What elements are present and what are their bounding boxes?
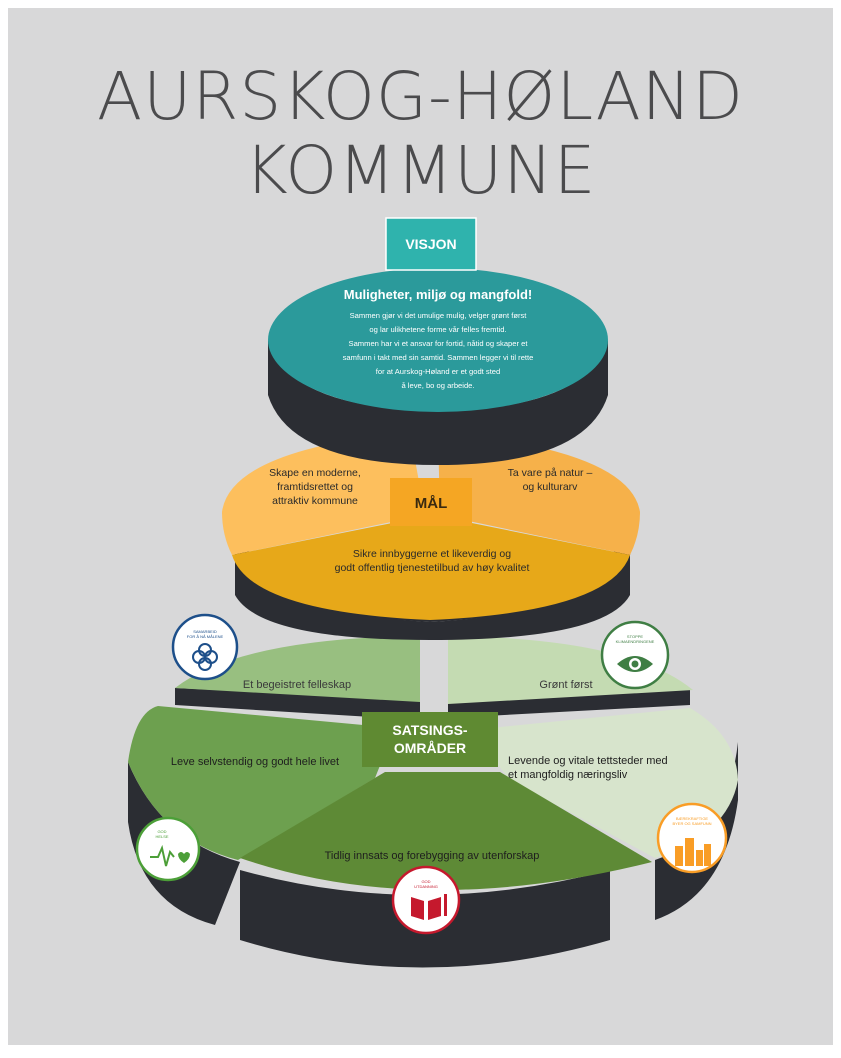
visjon-line-2: og lar ulikhetene forme vår felles fremt… bbox=[369, 325, 506, 334]
mal-bottom-line-2: godt offentlig tjenestetilbud av høy kva… bbox=[335, 562, 530, 574]
satsing-top-right-wall bbox=[448, 688, 690, 718]
earth-eye-icon bbox=[617, 656, 653, 672]
satsing-top-left-text: Et begeistret felleskap bbox=[243, 679, 351, 691]
visjon-tier: Muligheter, miljø og mangfold! Sammen gj… bbox=[268, 217, 608, 465]
satsing-label-1: SATSINGS- bbox=[392, 722, 468, 738]
climate-sdg-badge: STOPPE KLIMAENDRINGENE bbox=[600, 620, 670, 690]
satsing-bottom-text: Tidlig innsats og forebygging av utenfor… bbox=[325, 850, 540, 862]
visjon-label: VISJON bbox=[405, 236, 456, 252]
mal-wall-lower bbox=[235, 555, 630, 640]
visjon-line-4: samfunn i takt med sin samtid. Sammen le… bbox=[343, 353, 534, 362]
cities-label-2: BYER OG SAMFUNN bbox=[672, 821, 711, 826]
satsing-left-text: Leve selvstendig og godt hele livet bbox=[171, 756, 339, 768]
satsing-right-wall bbox=[655, 742, 738, 920]
mal-right-line-2: og kulturarv bbox=[523, 481, 579, 493]
education-label-1: GOD bbox=[421, 879, 430, 884]
slice-tidlig-innsats bbox=[240, 772, 652, 891]
partnership-sdg-badge: SAMARBEID FOR Å NÅ MÅLENE bbox=[171, 613, 239, 681]
buildings-icon bbox=[675, 838, 711, 866]
health-sdg-badge: GOD HELSE bbox=[135, 816, 201, 882]
slice-begeistret-felleskap bbox=[175, 636, 420, 702]
visjon-line-6: å leve, bo og arbeide. bbox=[401, 381, 474, 390]
cities-sdg-badge: BÆREKRAFTIGE BYER OG SAMFUNN bbox=[656, 802, 728, 874]
satsing-label-box bbox=[362, 712, 498, 767]
education-sdg-badge: GOD UTDANNING bbox=[391, 865, 461, 935]
mal-left-line-3: attraktiv kommune bbox=[272, 495, 358, 507]
satsing-tier: Et begeistret felleskap Grønt først Leve… bbox=[128, 636, 738, 968]
climate-label-1: STOPPE bbox=[627, 634, 643, 639]
slice-moderne-kommune bbox=[222, 432, 425, 555]
visjon-label-box bbox=[385, 217, 477, 271]
visjon-line-1: Sammen gjør vi det umulige mulig, velger… bbox=[350, 311, 528, 320]
health-label-2: HELSE bbox=[155, 834, 168, 839]
visjon-line-3: Sammen har vi et ansvar for fortid, nåti… bbox=[349, 339, 529, 348]
flower-icon bbox=[192, 643, 218, 671]
heartbeat-icon bbox=[150, 844, 190, 867]
partnership-label-1: SAMARBEID bbox=[193, 629, 217, 634]
mal-label: MÅL bbox=[415, 495, 448, 512]
visjon-heading: Muligheter, miljø og mangfold! bbox=[344, 287, 533, 302]
cities-label-1: BÆREKRAFTIGE bbox=[676, 816, 709, 821]
mal-bottom-line-1: Sikre innbyggerne et likeverdig og bbox=[353, 548, 511, 560]
satsing-right-text-1: Levende og vitale tettsteder med bbox=[508, 755, 668, 767]
satsing-top-left-wall bbox=[175, 688, 420, 720]
book-icon bbox=[411, 894, 447, 920]
climate-label-2: KLIMAENDRINGENE bbox=[616, 639, 655, 644]
health-label-1: GOD bbox=[157, 829, 166, 834]
slice-natur-kulturarv bbox=[438, 432, 640, 555]
satsing-right-text-2: et mangfoldig næringsliv bbox=[508, 769, 628, 781]
satsing-top-right-text: Grønt først bbox=[539, 679, 592, 691]
mal-label-box bbox=[390, 478, 472, 526]
mal-right-line-1: Ta vare på natur – bbox=[508, 467, 593, 479]
mal-left-line-1: Skape en moderne, bbox=[269, 467, 361, 479]
satsing-label-2: OMRÅDER bbox=[394, 740, 466, 756]
slice-tjenestetilbud bbox=[232, 515, 630, 620]
page-title-line-2: KOMMUNE bbox=[244, 132, 597, 209]
education-label-2: UTDANNING bbox=[414, 884, 438, 889]
partnership-label-2: FOR Å NÅ MÅLENE bbox=[187, 634, 224, 639]
mal-tier: Skape en moderne, framtidsrettet og attr… bbox=[222, 432, 640, 640]
visjon-disc bbox=[268, 268, 608, 412]
visjon-wall bbox=[268, 340, 608, 465]
mal-left-line-2: framtidsrettet og bbox=[277, 481, 353, 493]
visjon-line-5: for at Aurskog-Høland er et godt sted bbox=[376, 367, 501, 376]
page-title-line-1: AURSKOG-HØLAND bbox=[97, 58, 744, 135]
slice-leve-selvstendig bbox=[128, 706, 395, 860]
